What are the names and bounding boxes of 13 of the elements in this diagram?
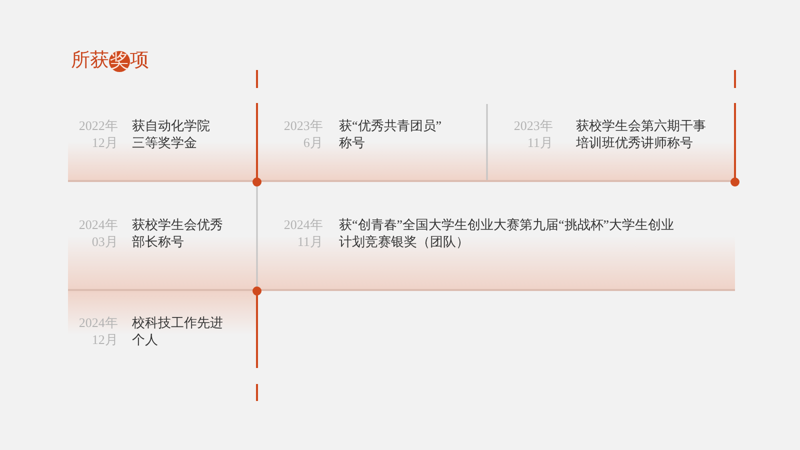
date-text: 2022年12月 [78,117,118,151]
date-text: 2024年03月 [78,216,118,250]
date-text: 2024年12月 [78,314,118,348]
award-text: 获“优秀共青团员”称号 [339,117,443,151]
award-text: 获校学生会优秀部长称号 [132,216,224,250]
award-text: 校科技工作先进个人 [132,314,224,348]
award-text: 获“创青春”全国大学生创业大赛第九届“挑战杯”大学生创业计划竞赛银奖（团队） [339,216,676,250]
date-text: 2023年11月 [512,117,553,151]
date-text: 2024年11月 [282,216,323,250]
award-text: 获自动化学院三等奖学金 [132,117,211,151]
award-text: 获校学生会第六期干事培训班优秀讲师称号 [576,117,707,151]
date-text: 2023年6月 [282,117,323,151]
section-title: 所获奖项 [71,50,149,72]
